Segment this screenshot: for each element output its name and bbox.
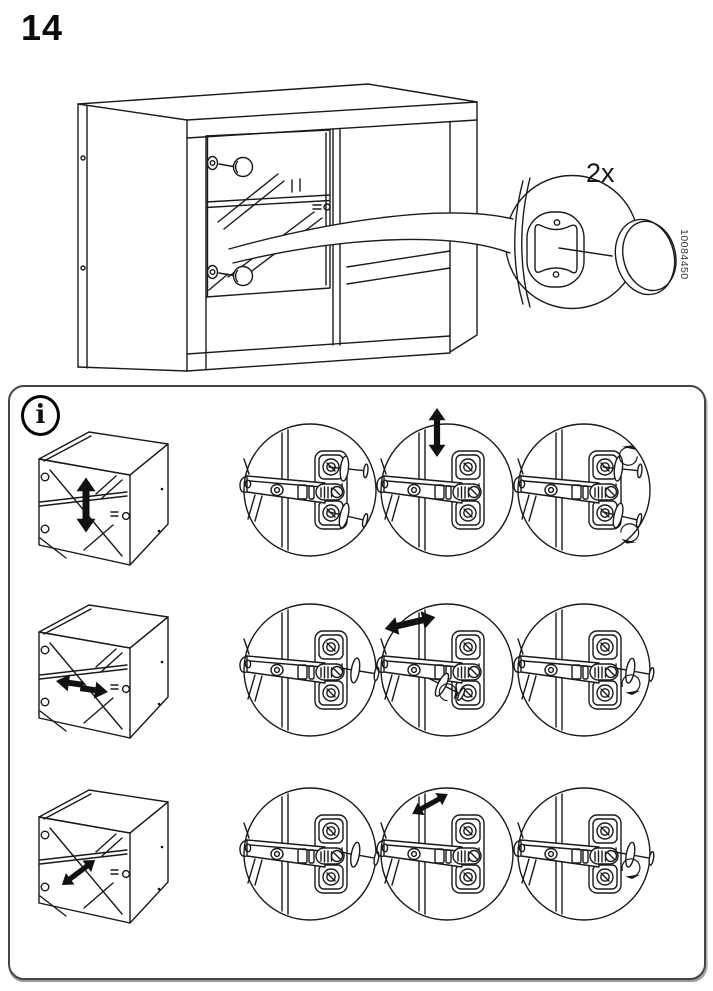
hinge-detail-1-2 [376, 408, 514, 557]
hinge-detail-2-1 [239, 603, 382, 737]
hinge-detail-3-3 [513, 787, 657, 921]
cube-horizontal-adjust [38, 604, 169, 739]
hinge-detail-1-3 [513, 423, 651, 557]
cube-vertical-adjust [38, 431, 169, 566]
cover-cap-top [206, 155, 254, 178]
hinge-detail-3-1 [239, 787, 382, 921]
cover-cap-bottom [206, 264, 254, 287]
step-number: 14 [21, 7, 64, 48]
hinge-detail-2-2 [376, 603, 514, 737]
quantity-label: 2x [586, 158, 615, 188]
cover-cap-large [614, 218, 677, 296]
hinge-detail-3-2 [376, 787, 514, 921]
horizontal-adjust-arrow [382, 608, 438, 638]
hinge-detail-2-3 [513, 603, 657, 737]
cube-depth-adjust [38, 789, 169, 924]
part-number: 10084450 [678, 229, 690, 280]
vertical-adjust-arrow [428, 408, 446, 457]
depth-adjust-arrow [408, 788, 452, 820]
info-panel [8, 385, 706, 980]
cabinet-illustration [77, 83, 478, 372]
info-icon-glyph: i [35, 399, 46, 430]
info-icon: i [21, 395, 60, 436]
callout-detail [228, 174, 677, 310]
hinge-detail-1-1 [239, 423, 377, 557]
